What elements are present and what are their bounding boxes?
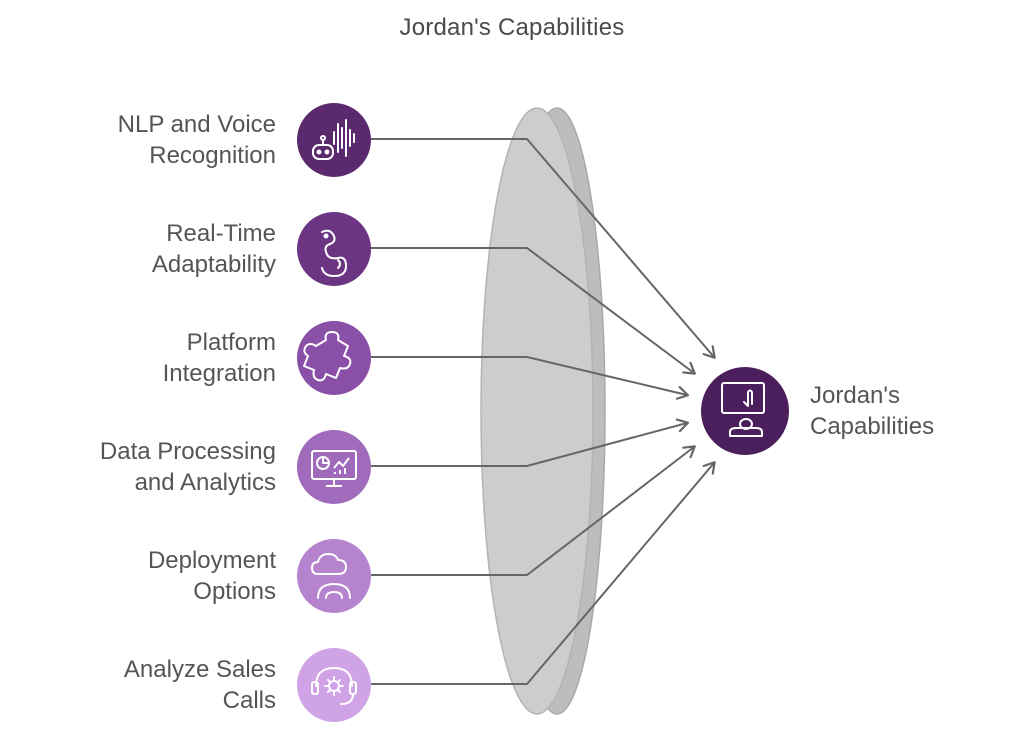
output-node <box>701 367 789 455</box>
output-label: Jordan's Capabilities <box>810 382 935 440</box>
input-circle <box>297 539 371 613</box>
input-label-1: NLP and Voice Recognition <box>117 111 276 169</box>
input-label-5: Deployment Options <box>147 547 276 605</box>
connector-line-2 <box>371 247 694 373</box>
input-label-6: Analyze Sales Calls <box>123 656 276 714</box>
input-node-1 <box>297 103 371 177</box>
converging-lens <box>480 107 606 715</box>
connector-line-3 <box>371 356 687 395</box>
input-circle <box>297 321 371 395</box>
input-node-4 <box>297 430 371 504</box>
input-node-3 <box>297 321 371 395</box>
connector-line-4 <box>371 423 687 467</box>
interactive-display-icon <box>721 382 765 437</box>
connector-line-5 <box>371 447 694 576</box>
diagram-title: Jordan's Capabilities <box>399 14 625 41</box>
input-label-2: Real-Time Adaptability <box>151 220 276 278</box>
input-node-2 <box>297 212 371 286</box>
cloud-deployment-icon <box>310 552 351 599</box>
input-circle <box>297 648 371 722</box>
chameleon-icon <box>321 229 348 278</box>
connector-line-6 <box>371 463 714 685</box>
analytics-monitor-icon <box>311 450 357 487</box>
input-label-3: Platform Integration <box>162 329 276 387</box>
headset-gear-icon <box>311 666 357 705</box>
output-circle <box>701 367 789 455</box>
input-node-6 <box>297 648 371 722</box>
voice-bot-icon <box>312 119 355 160</box>
input-label-4: Data Processing and Analytics <box>99 438 276 496</box>
input-node-5 <box>297 539 371 613</box>
connector-lines <box>371 138 714 685</box>
puzzle-piece-icon <box>303 331 352 382</box>
connector-line-1 <box>371 138 714 357</box>
input-circle <box>297 212 371 286</box>
